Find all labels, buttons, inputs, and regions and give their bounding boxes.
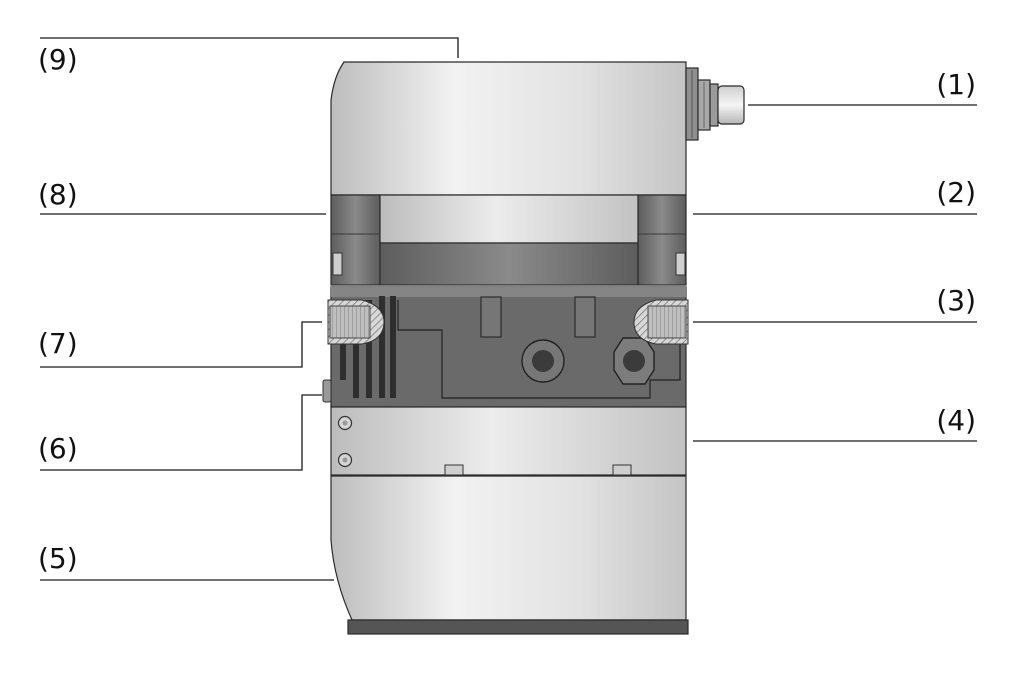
connector-body [717,85,745,125]
side-tab [322,379,332,403]
plate-section [330,406,687,476]
callout-label-7: (7) [38,327,78,360]
callout-label-8: (8) [38,178,78,211]
leader-line-9 [40,37,459,58]
foot-right [612,464,632,476]
internal-channel [397,300,681,399]
right-threaded-port [633,299,689,345]
slot-5 [390,296,396,398]
leader-line-6 [40,394,322,471]
base-plate [347,619,689,635]
connector-ring [709,83,719,127]
valve-section [322,286,689,408]
callout-label-4: (4) [936,404,976,437]
right-clip [675,252,686,276]
callout-label-9: (9) [38,43,78,76]
band-lower [379,242,639,286]
slot-1 [340,340,346,380]
slot-2 [353,320,359,398]
left-clip [332,252,343,276]
device [322,61,745,635]
callout-label-6: (6) [38,432,78,465]
slot-3 [366,300,372,398]
callout-label-2: (2) [936,176,976,209]
connector [685,67,745,141]
callout-label-5: (5) [38,542,78,575]
callout-label-1: (1) [936,68,976,101]
foot-left [444,464,464,476]
callout-labels: (9) (1) (8) (2) (3) (7) (4) (6) (5) [38,43,976,575]
leader-lines [40,37,977,581]
slot-4 [379,296,385,398]
bottom-housing [330,475,687,621]
leader-line-7 [40,321,322,368]
top-housing [330,61,687,196]
plate-body [330,406,687,476]
middle-band [330,194,687,286]
callout-label-3: (3) [936,284,976,317]
left-threaded-port [327,299,385,345]
band-center [379,194,639,244]
